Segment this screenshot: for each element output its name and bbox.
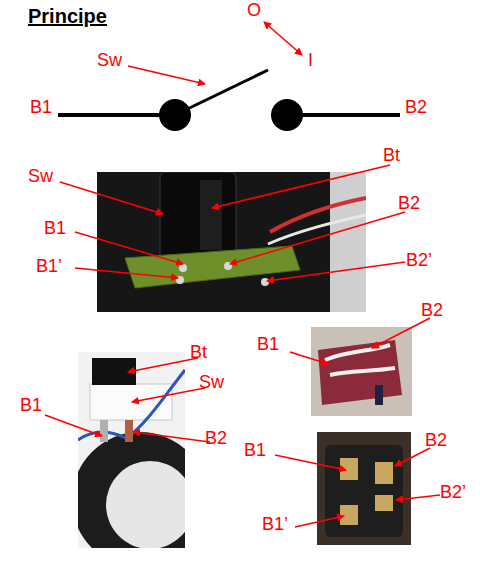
wire xyxy=(325,345,390,360)
wire xyxy=(268,215,366,244)
part-label: Bt xyxy=(383,145,400,165)
part-label: I xyxy=(308,50,313,70)
leader-line xyxy=(132,388,205,402)
terminal-dot xyxy=(271,99,303,131)
leader-line xyxy=(75,232,183,264)
photo xyxy=(78,352,185,548)
part-label: B2’ xyxy=(406,250,432,270)
switch-body xyxy=(318,340,402,405)
terminal xyxy=(375,462,393,484)
leader-line xyxy=(133,432,210,442)
leader-line xyxy=(128,358,198,372)
part-label: Bt xyxy=(190,342,207,362)
leader-line xyxy=(396,495,440,500)
photo xyxy=(317,432,411,545)
leader-line xyxy=(372,318,430,348)
part-label: B1 xyxy=(44,218,66,238)
wire xyxy=(330,368,395,375)
button-body xyxy=(160,172,236,264)
leader-line xyxy=(60,182,163,214)
leader-line xyxy=(212,165,390,208)
part-label: B2’ xyxy=(440,482,466,502)
page-title: Principe xyxy=(28,4,107,28)
leader-line xyxy=(395,448,430,466)
part-label: B1’ xyxy=(36,256,62,276)
wire xyxy=(125,370,185,440)
housing xyxy=(330,172,366,312)
pcb xyxy=(125,246,300,288)
part-label: B2 xyxy=(205,428,227,448)
switch-lever xyxy=(175,70,268,115)
leader-line xyxy=(295,516,344,527)
part-label: Sw xyxy=(28,166,53,186)
leader-line xyxy=(75,268,178,278)
terminal xyxy=(340,505,358,525)
leader-lines xyxy=(45,165,440,527)
leader-line xyxy=(275,455,346,470)
switch-schematic xyxy=(58,22,400,131)
part-label: B1 xyxy=(244,440,266,460)
photo-background xyxy=(311,327,412,416)
terminal xyxy=(100,420,108,442)
photo xyxy=(97,172,366,312)
button xyxy=(375,385,383,405)
wire xyxy=(287,113,400,117)
leader-line xyxy=(290,352,328,364)
part-label: B1’ xyxy=(262,514,288,534)
motor-housing xyxy=(78,432,185,548)
part-label: B2 xyxy=(425,430,447,450)
switch-body xyxy=(325,445,403,537)
part-label: O xyxy=(247,0,261,20)
motor-housing xyxy=(106,461,185,548)
solder-point xyxy=(261,278,269,286)
leader-line xyxy=(230,212,405,264)
part-label: B1 xyxy=(30,97,52,117)
part-label: B1 xyxy=(20,395,42,415)
terminal xyxy=(125,420,133,442)
part-label: B2 xyxy=(405,97,427,117)
leader-line xyxy=(128,66,205,84)
toggle-arrow xyxy=(264,22,302,55)
button-cap xyxy=(200,180,222,250)
part-label: B1 xyxy=(257,334,279,354)
leader-line xyxy=(267,262,405,281)
part-label: Sw xyxy=(199,372,224,392)
part-label: B2 xyxy=(398,193,420,213)
part-label: B2 xyxy=(421,300,443,320)
part-label: Sw xyxy=(97,50,122,70)
solder-point xyxy=(179,264,187,272)
wire xyxy=(58,113,175,117)
photo-background xyxy=(317,432,411,545)
leader-line xyxy=(45,415,102,436)
photo-background xyxy=(97,172,366,312)
terminal xyxy=(375,495,393,511)
photo xyxy=(311,327,412,416)
